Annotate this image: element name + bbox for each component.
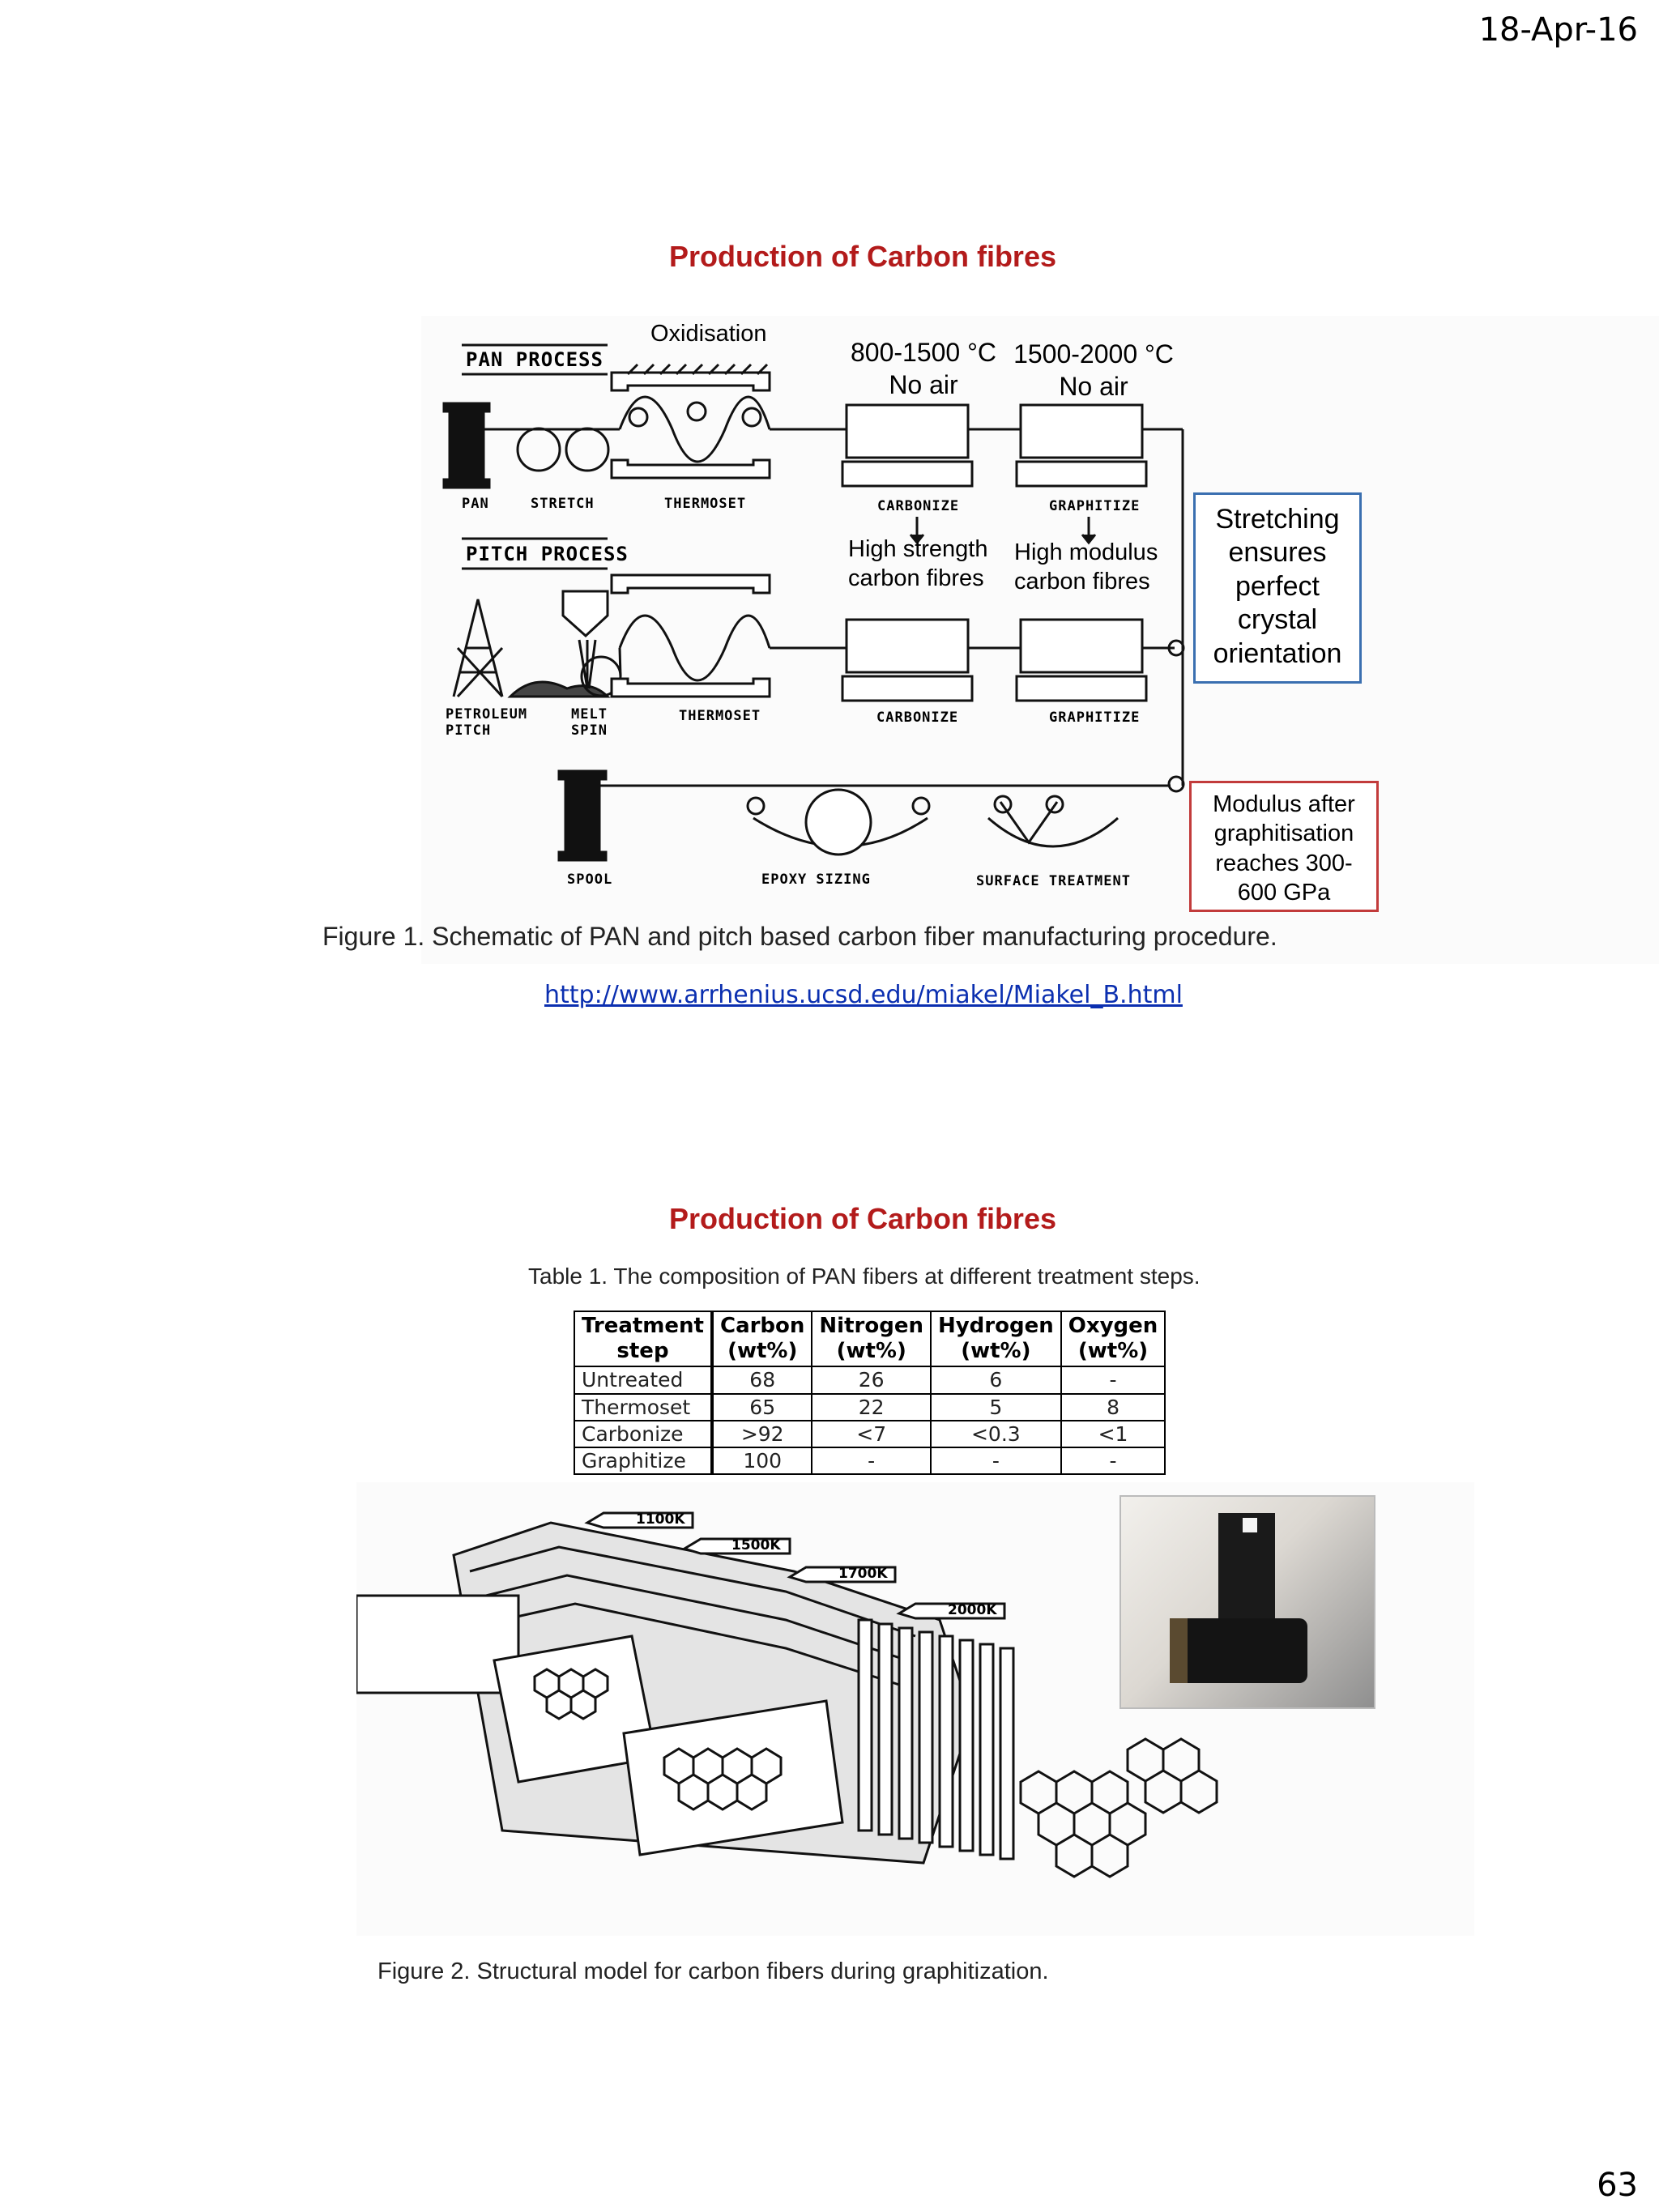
label-carbonize: CARBONIZE [877,498,959,514]
carbon-fibre-spool-photo [1120,1495,1375,1709]
tag-2000k: 2000K [948,1602,997,1618]
label-thermoset-2: THERMOSET [679,708,761,724]
header-hydrogen: Hydrogen(wt%) [931,1311,1061,1366]
slide-date: 18-Apr-16 [1479,11,1638,49]
header-oxygen: Oxygen(wt%) [1061,1311,1166,1366]
oxidisation-label: Oxidisation [650,319,766,348]
graphitize-no-air: No air [1009,371,1179,402]
figure2-caption: Figure 2. Structural model for carbon fi… [377,1958,1049,1985]
label-spool: SPOOL [567,872,612,888]
table-cell: <7 [812,1421,931,1447]
label-stretch: STRETCH [531,496,595,512]
callout-line: crystal [1196,603,1359,637]
label-graphitize-2: GRAPHITIZE [1049,710,1140,726]
label-thermoset: THERMOSET [664,496,746,512]
table-cell: - [1061,1447,1166,1474]
label-epoxy-sizing: EPOXY SIZING [761,872,871,888]
tag-1100k: 1100K [636,1511,685,1528]
table1-caption: Table 1. The composition of PAN fibers a… [528,1264,1201,1289]
label-pan-process: PAN PROCESS [466,348,603,371]
table-cell: - [931,1447,1061,1474]
header-nitrogen: Nitrogen(wt%) [812,1311,931,1366]
slide2-title: Production of Carbon fibres [0,1202,1659,1236]
carbonize-no-air: No air [847,369,1000,400]
tag-1700k: 1700K [838,1566,888,1582]
table-cell: 6 [931,1366,1061,1393]
label-spin: SPIN [571,722,608,739]
slide1-title: Production of Carbon fibres [0,240,1659,274]
table-cell: Carbonize [574,1421,712,1447]
high-modulus-line1: High modulus [1014,538,1158,567]
source-link[interactable]: http://www.arrhenius.ucsd.edu/miakel/Mia… [544,981,1183,1009]
high-strength-line1: High strength [848,535,988,564]
figure1-caption: Figure 1. Schematic of PAN and pitch bas… [322,922,1277,952]
callout-line: 600 GPa [1192,878,1376,907]
table-row: Graphitize 100 - - - [574,1447,1165,1474]
table-cell: 26 [812,1366,931,1393]
table-cell: Untreated [574,1366,712,1393]
callout-line: reaches 300- [1192,849,1376,878]
table-row: Untreated 68 26 6 - [574,1366,1165,1393]
table-cell: 8 [1061,1394,1166,1421]
label-petroleum: PETROLEUM [446,706,527,722]
graphitize-temperature: 1500-2000 °C [1009,339,1179,369]
label-pan: PAN [462,496,489,512]
tag-1500k: 1500K [731,1537,781,1554]
table-cell: 65 [712,1394,812,1421]
high-strength-line2: carbon fibres [848,564,984,593]
table-cell: >92 [712,1421,812,1447]
callout-line: perfect [1196,570,1359,603]
table-cell: 5 [931,1394,1061,1421]
callout-line: Modulus after [1192,790,1376,819]
table-cell: 100 [712,1447,812,1474]
header-carbon: Carbon(wt%) [712,1311,812,1366]
table-cell: <0.3 [931,1421,1061,1447]
callout-line: graphitisation [1192,819,1376,848]
page-number: 63 [1597,2167,1638,2204]
table-cell: Thermoset [574,1394,712,1421]
label-carbonize-2: CARBONIZE [876,710,958,726]
callout-line: ensures [1196,536,1359,569]
table-row: Thermoset 65 22 5 8 [574,1394,1165,1421]
table-cell: <1 [1061,1421,1166,1447]
table-cell: - [812,1447,931,1474]
carbonize-temperature: 800-1500 °C [847,337,1000,368]
label-graphitize: GRAPHITIZE [1049,498,1140,514]
table-cell: 22 [812,1394,931,1421]
callout-line: Stretching [1196,503,1359,536]
process-schematic [421,316,1659,964]
table-cell: Graphitize [574,1447,712,1474]
spool-image [1121,1497,1374,1707]
high-modulus-line2: carbon fibres [1014,567,1150,596]
modulus-callout: Modulus after graphitisation reaches 300… [1189,781,1379,912]
table-cell: 68 [712,1366,812,1393]
label-pitch: PITCH [446,722,491,739]
label-surface-treatment: SURFACE TREATMENT [976,873,1131,889]
figure1-diagram: PAN PROCESS PAN STRETCH THERMOSET CARBON… [421,316,1659,964]
stretching-callout: Stretching ensures perfect crystal orien… [1193,492,1362,684]
callout-line: orientation [1196,637,1359,671]
label-pitch-process: PITCH PROCESS [466,543,629,565]
label-melt: MELT [571,706,608,722]
table-row: Carbonize >92 <7 <0.3 <1 [574,1421,1165,1447]
table-cell: - [1061,1366,1166,1393]
